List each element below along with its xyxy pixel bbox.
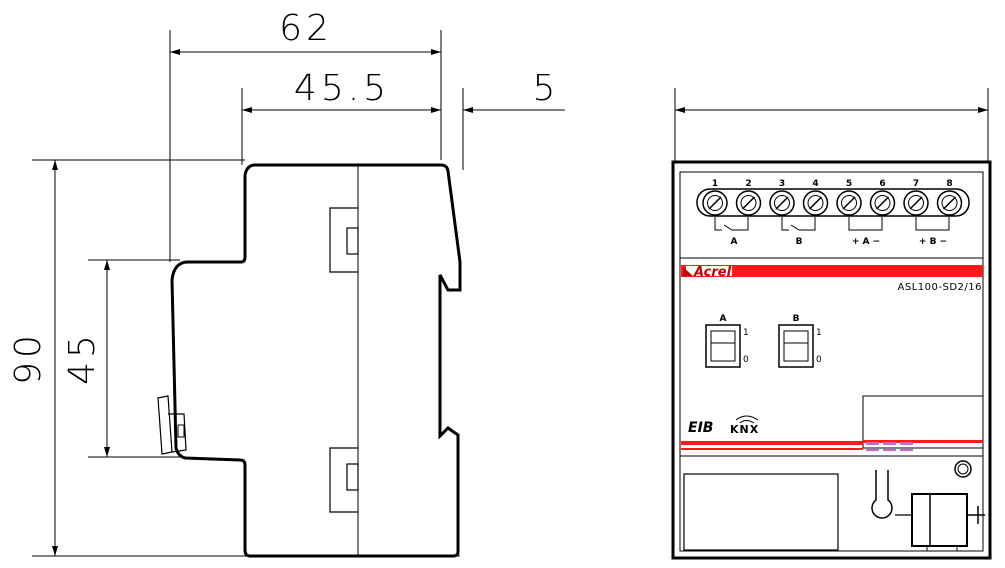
led-6 <box>900 449 913 451</box>
terminal-group-labels: A B + A − + B − <box>731 237 948 247</box>
terminal-screw-slot-1 <box>708 196 722 210</box>
knx-logo: KNX <box>730 423 759 436</box>
indicator-ring-inner <box>957 463 969 475</box>
led-4 <box>866 449 879 451</box>
din-latch <box>157 395 173 455</box>
front-view <box>671 88 992 560</box>
device-body-outline <box>170 163 462 558</box>
switch-b-on: 1 <box>816 328 822 338</box>
terminal-screw-slot-6 <box>875 196 890 210</box>
led-3 <box>900 442 913 445</box>
terminal-strip <box>696 188 970 217</box>
terminal-screw-slot-8 <box>942 196 957 210</box>
din-latch-tab <box>168 413 187 453</box>
terminal-group-label: + A − <box>852 237 880 247</box>
front-inner-frame <box>679 171 984 552</box>
lower-left-window <box>683 473 839 551</box>
led-2 <box>883 442 896 445</box>
indicator-ring-outer <box>954 460 972 478</box>
terminal-number: 5 <box>846 179 852 189</box>
switch-b-off: 0 <box>816 355 822 365</box>
switch-a-off: 0 <box>743 355 749 365</box>
terminal-number: 6 <box>879 179 885 189</box>
switch-a-frame <box>705 324 741 368</box>
switch-a[interactable] <box>705 324 741 368</box>
relay-b-symbol <box>781 217 816 231</box>
terminal-screw-head-2 <box>740 195 757 211</box>
lower-clip-slot <box>346 463 359 491</box>
eib-logo: EIB <box>688 420 713 436</box>
model-number: ASL100-SD2/16 <box>898 282 982 293</box>
terminal-screw-head-3 <box>774 195 790 211</box>
bottom-red-line <box>681 441 863 445</box>
brand-band-cutout <box>686 266 732 276</box>
acrel-logo-icon <box>683 267 693 276</box>
bottom-red-line-right <box>863 440 983 443</box>
upper-clip-slot <box>346 227 359 255</box>
dim-text-5: 5 <box>533 68 560 109</box>
relay-a-symbol <box>714 217 749 231</box>
brand-name: Acrel <box>693 265 732 280</box>
latch-foot <box>926 545 958 552</box>
din-latch-front <box>911 493 968 547</box>
terminal-screw-head-1 <box>707 195 723 211</box>
lower-clip <box>329 447 358 513</box>
switch-b-label: B <box>793 314 800 324</box>
terminal-screw-head-7 <box>908 195 924 211</box>
terminal-number: 8 <box>946 179 952 189</box>
input-b-bracket <box>915 217 950 231</box>
input-a-bracket <box>848 217 883 231</box>
terminal-screw-slot-2 <box>741 196 756 210</box>
knx-logo-icon <box>735 415 759 424</box>
terminal-number: 7 <box>913 179 919 189</box>
terminal-screw-slot-4 <box>808 196 823 210</box>
switch-a-label: A <box>720 314 727 324</box>
dim-text-62: 62 <box>279 8 333 49</box>
terminal-screw-head-4 <box>807 195 824 211</box>
dim-text-90: 90 <box>8 331 49 385</box>
terminal-group-label: + B − <box>919 237 947 247</box>
terminal-number: 3 <box>779 179 785 189</box>
terminal-screw-head-6 <box>874 195 891 211</box>
keyhole-slot <box>871 470 893 519</box>
led-5 <box>883 449 896 451</box>
relay-symbols <box>714 217 950 231</box>
terminal-screw-slot-5 <box>842 196 856 210</box>
bottom-red-line-thin <box>681 448 863 450</box>
terminal-number: 2 <box>745 179 751 189</box>
terminal-screw-head-8 <box>941 195 958 211</box>
switch-b-frame <box>778 324 814 368</box>
status-leds <box>866 442 913 451</box>
switch-a-rocker <box>710 330 736 362</box>
status-window <box>862 395 984 449</box>
dim-text-45-5: 45.5 <box>294 68 390 109</box>
led-1 <box>866 442 879 445</box>
terminal-group-label: B <box>796 237 803 247</box>
terminal-number: 4 <box>812 179 818 189</box>
upper-clip <box>329 207 358 273</box>
front-outer-frame <box>671 160 992 560</box>
terminal-screws: 1 2 3 4 5 6 7 8 <box>702 179 963 216</box>
terminal-screw-slot-3 <box>775 196 789 210</box>
din-latch-hole <box>177 424 185 438</box>
dim-text-45: 45 <box>62 331 103 385</box>
switch-b-rocker <box>783 330 809 362</box>
terminal-number: 1 <box>712 179 718 189</box>
switch-a-on: 1 <box>743 328 749 338</box>
switch-b[interactable] <box>778 324 814 368</box>
terminal-group-label: A <box>731 237 738 247</box>
side-view <box>32 30 565 558</box>
terminal-screw-head-5 <box>841 195 857 211</box>
terminal-screw-slot-7 <box>909 196 923 210</box>
brand-band <box>681 265 983 277</box>
